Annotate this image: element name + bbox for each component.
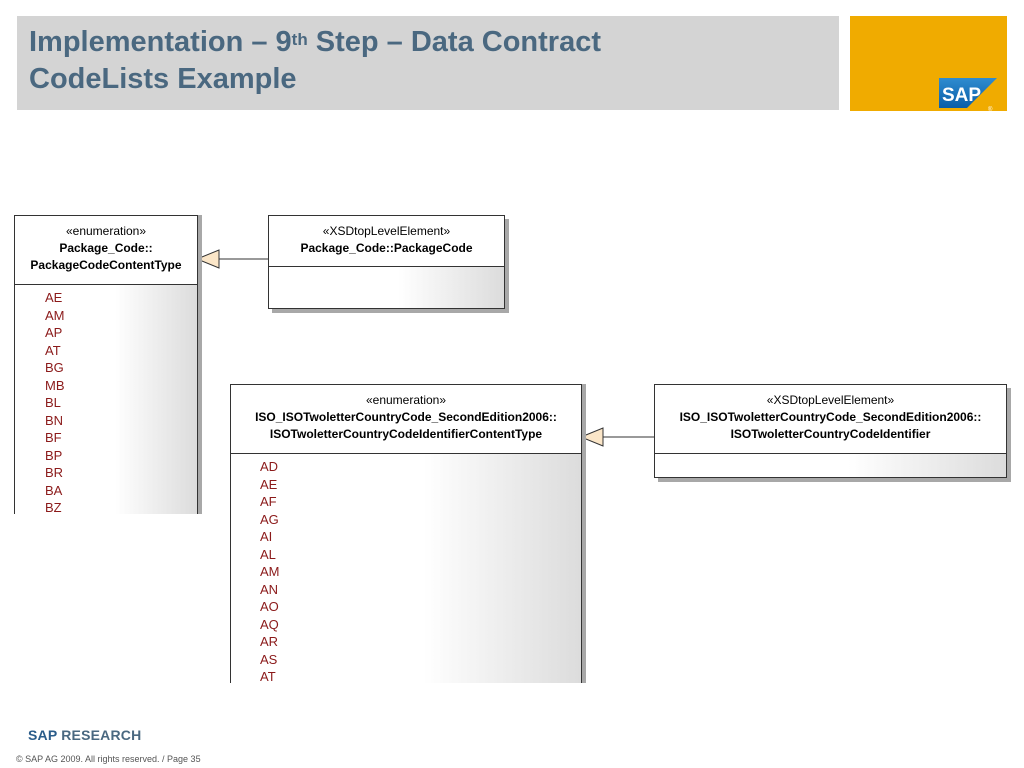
sap-research-brand: SAP RESEARCH [28, 727, 141, 743]
uml-class-header: «enumeration» ISO_ISOTwoletterCountryCod… [231, 385, 581, 454]
enum-literal: AE [260, 476, 278, 492]
enumeration-literals: AD AE AF AG AI AL AM AN AO AQ AR AS AT [231, 454, 581, 684]
uml-class-package-code: «XSDtopLevelElement» Package_Code::Packa… [268, 215, 505, 309]
enum-literal: BP [45, 447, 63, 463]
enum-literal: AS [260, 651, 278, 667]
enumeration-literals: AE AM AP AT BG MB BL BN BF BP BR BA BZ [15, 285, 197, 515]
enum-literal: AD [260, 459, 279, 474]
uml-class-country-code-content-type: «enumeration» ISO_ISOTwoletterCountryCod… [230, 384, 582, 684]
stereotype-label: «XSDtopLevelElement» [766, 393, 895, 407]
enum-literal: BL [45, 395, 61, 410]
brand-research: RESEARCH [57, 727, 142, 743]
enum-literal: BN [45, 412, 64, 428]
title-suffix: Step – Data Contract [307, 26, 602, 58]
enum-literal: AM [260, 564, 280, 579]
enum-literal: BR [45, 465, 64, 480]
enum-literal: AN [260, 581, 279, 597]
sap-logo-block: SAP ® [850, 16, 1007, 112]
enum-literal: AO [260, 599, 279, 614]
enum-literal: AM [45, 307, 65, 323]
title-prefix: Implementation – 9 [29, 26, 292, 58]
enum-literal: AT [45, 342, 61, 358]
enum-literal: MB [45, 377, 65, 393]
enum-literal: AP [45, 325, 63, 340]
uml-class-body [655, 454, 1006, 477]
class-name-line-1: ISO_ISOTwoletterCountryCode_SecondEditio… [679, 410, 982, 424]
generalization-arrowhead-1 [195, 249, 220, 269]
class-name-line-2: ISOTwoletterCountryCodeIdentifierContent… [269, 427, 543, 441]
generalization-arrowhead-2 [579, 427, 604, 447]
enum-literal: AR [260, 634, 279, 649]
enum-literal: BG [45, 360, 64, 375]
uml-class-package-code-content-type: «enumeration» Package_Code:: PackageCode… [14, 215, 198, 515]
class-name-line-2: PackageCodeContentType [30, 258, 182, 272]
title-line-2: CodeLists Example [29, 63, 297, 95]
enum-literal: BF [45, 430, 62, 445]
class-name-line-1: Package_Code:: [59, 241, 153, 255]
brand-sap: SAP [28, 727, 58, 743]
enum-literal: AQ [260, 616, 279, 632]
stereotype-label: «enumeration» [65, 224, 147, 238]
sap-logo-icon: SAP ® [939, 78, 997, 112]
title-bar: Implementation – 9th Step – Data Contrac… [17, 16, 839, 110]
slide-title: Implementation – 9th Step – Data Contrac… [29, 24, 601, 98]
sap-logo-text: SAP [942, 85, 981, 106]
enum-literal: AF [260, 494, 277, 509]
enum-literal: AT [260, 669, 276, 684]
title-superscript: th [291, 30, 308, 49]
enum-literal: BA [45, 482, 63, 498]
sap-logo-registered: ® [988, 106, 993, 112]
uml-class-header: «XSDtopLevelElement» Package_Code::Packa… [269, 216, 504, 267]
copyright-footer: © SAP AG 2009. All rights reserved. / Pa… [16, 754, 201, 764]
enum-literal: AL [260, 546, 276, 562]
enum-literal: BZ [45, 500, 62, 515]
uml-class-body [269, 267, 504, 308]
uml-class-header: «XSDtopLevelElement» ISO_ISOTwoletterCou… [655, 385, 1006, 454]
uml-class-country-code-identifier: «XSDtopLevelElement» ISO_ISOTwoletterCou… [654, 384, 1007, 478]
uml-class-header: «enumeration» Package_Code:: PackageCode… [15, 216, 197, 285]
stereotype-label: «enumeration» [365, 393, 447, 407]
enum-literal: AI [260, 529, 273, 544]
stereotype-label: «XSDtopLevelElement» [322, 224, 451, 238]
enum-literal: AE [45, 290, 63, 305]
class-name-line-1: ISO_ISOTwoletterCountryCode_SecondEditio… [255, 410, 557, 424]
enum-literal: AG [260, 511, 279, 527]
class-name-line-1: Package_Code::PackageCode [300, 241, 473, 255]
class-name-line-2: ISOTwoletterCountryCodeIdentifier [730, 427, 931, 441]
